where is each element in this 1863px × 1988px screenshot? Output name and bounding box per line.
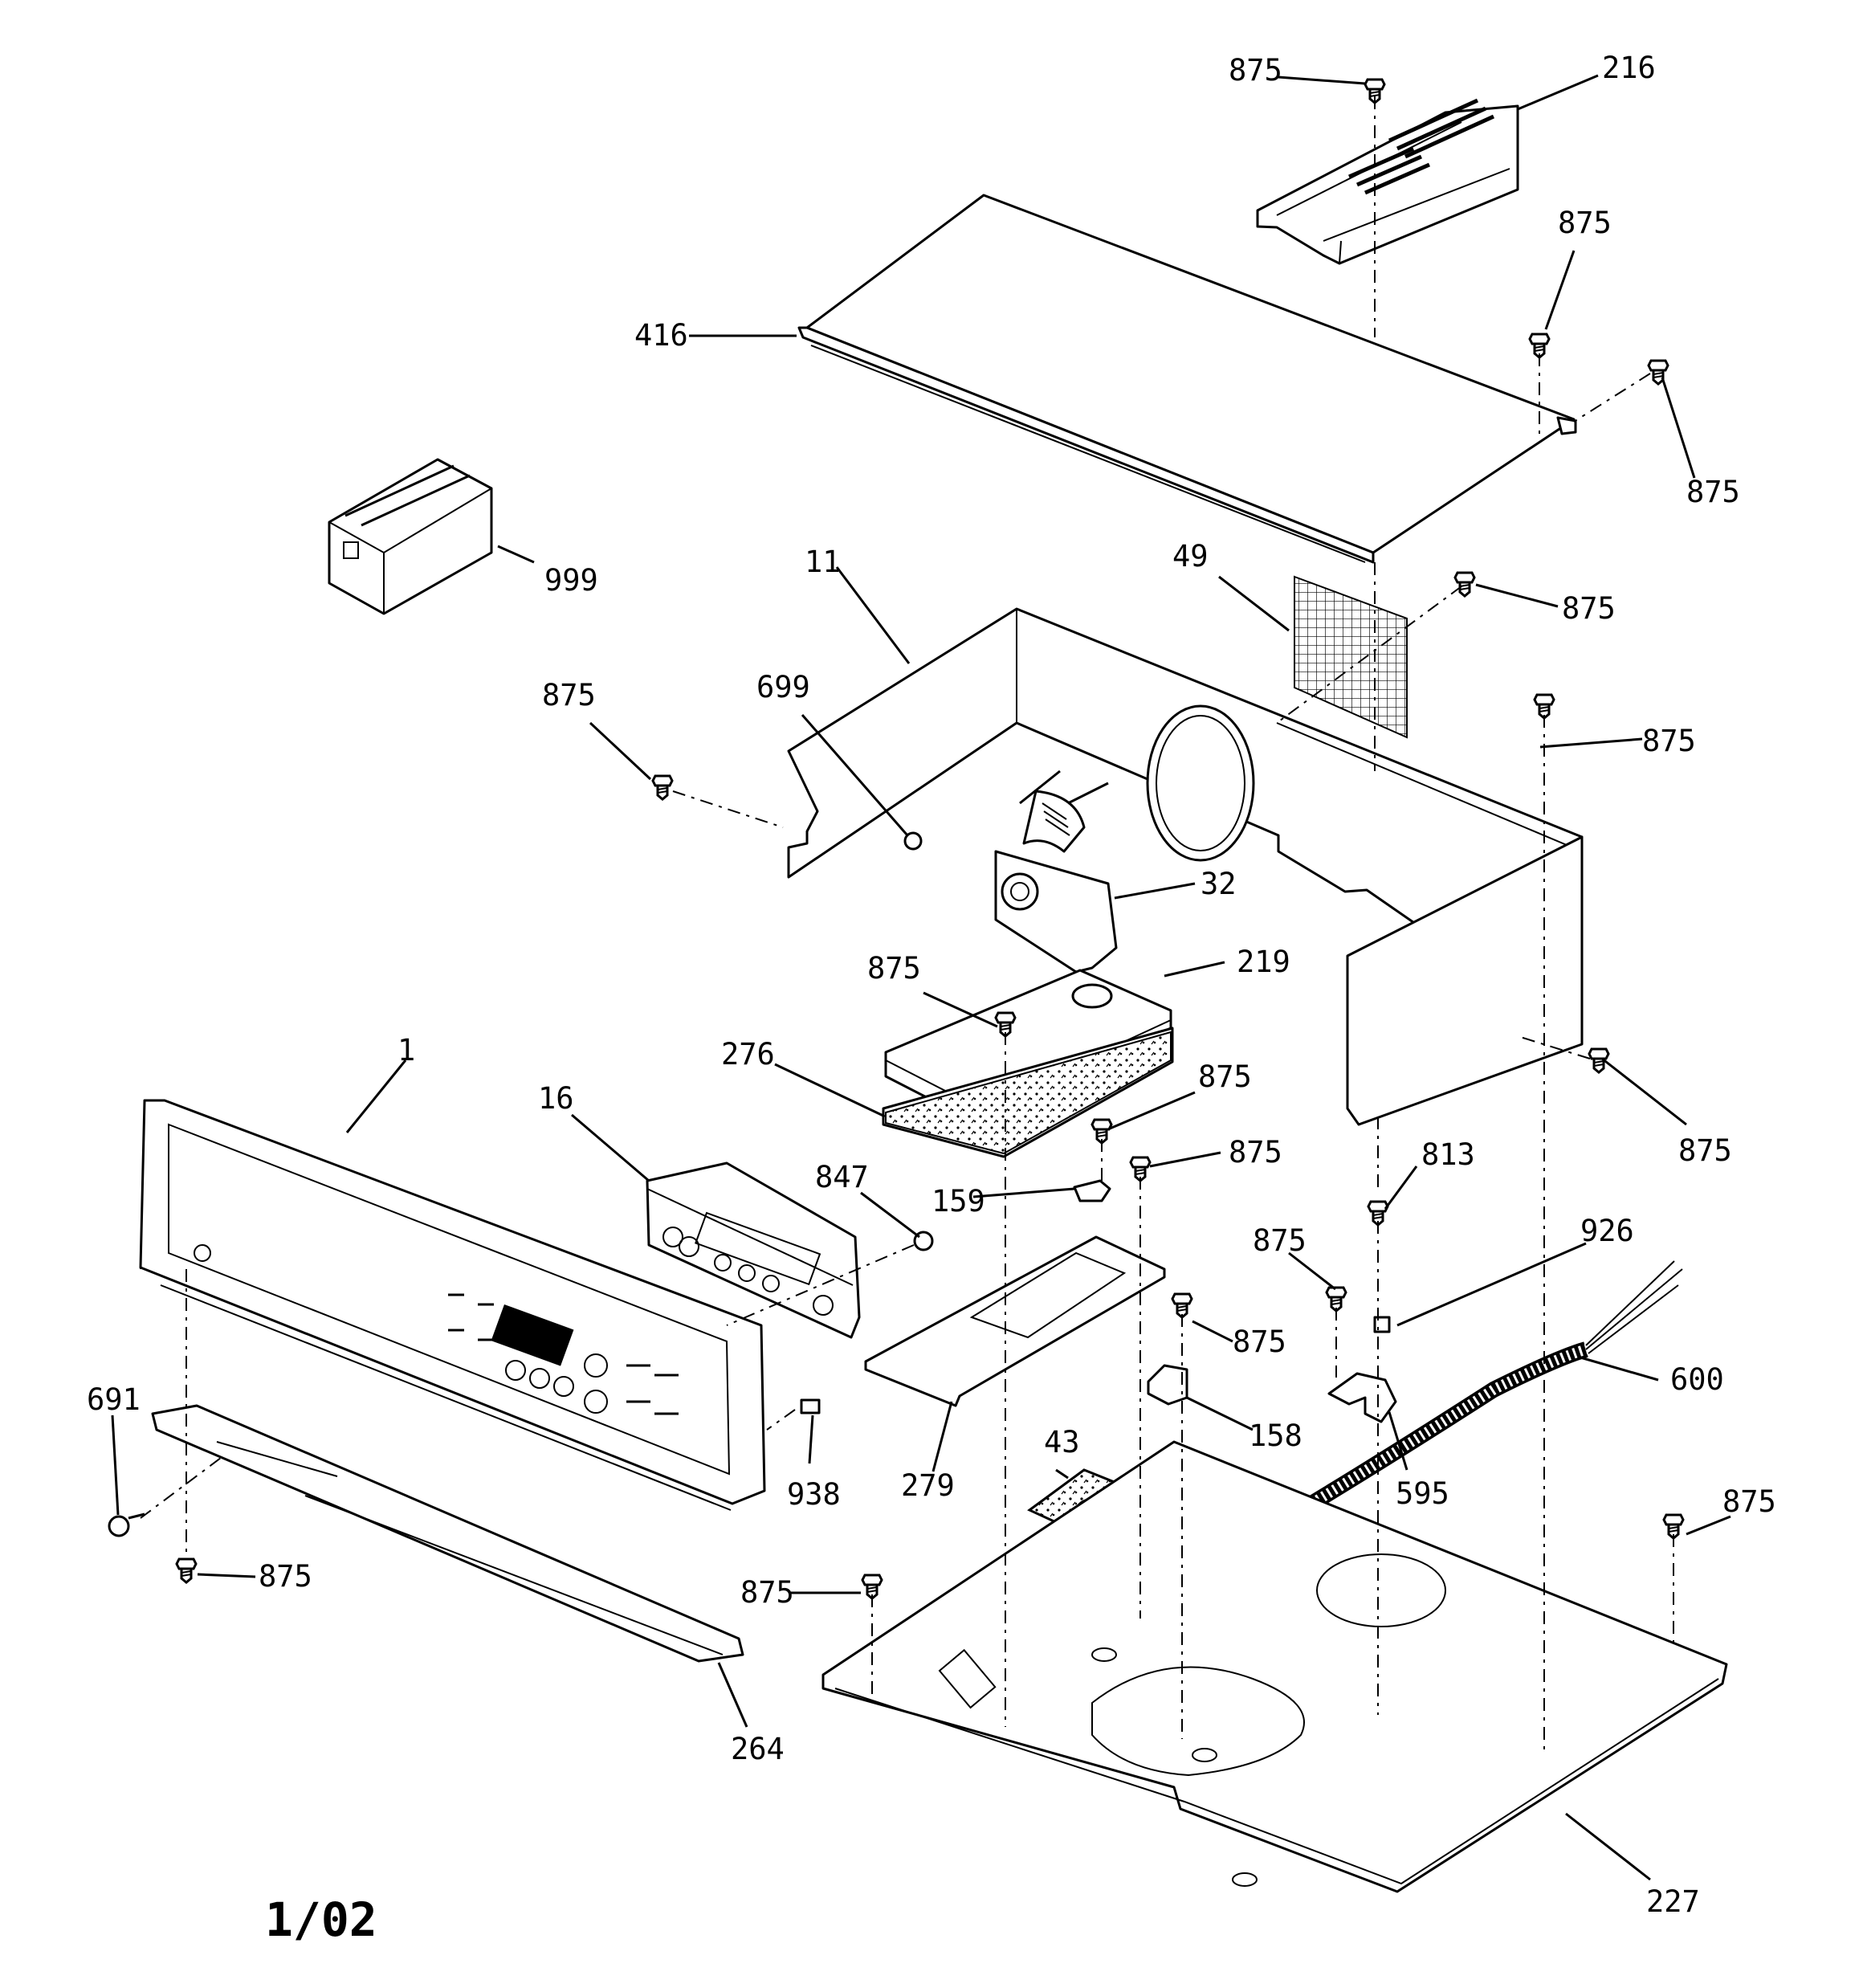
label-875-n: 875 bbox=[740, 1575, 794, 1610]
control-panel-1 bbox=[139, 1099, 766, 1511]
control-board-16 bbox=[646, 1161, 861, 1339]
label-276: 276 bbox=[721, 1037, 775, 1072]
insulation-276 bbox=[882, 1027, 1174, 1158]
label-875-o: 875 bbox=[1722, 1484, 1776, 1519]
label-813: 813 bbox=[1421, 1137, 1475, 1172]
label-264: 264 bbox=[731, 1732, 785, 1766]
label-691: 691 bbox=[87, 1382, 141, 1417]
label-32: 32 bbox=[1201, 867, 1237, 901]
label-875-m: 875 bbox=[259, 1559, 312, 1594]
switch-158 bbox=[1147, 1364, 1188, 1406]
label-43: 43 bbox=[1044, 1425, 1080, 1459]
label-875-b: 875 bbox=[1558, 206, 1612, 240]
screw-691 bbox=[108, 1512, 145, 1537]
clip-926 bbox=[1373, 1316, 1391, 1333]
label-875-f: 875 bbox=[542, 678, 596, 712]
leader-lines bbox=[111, 74, 1731, 1881]
label-875-e: 875 bbox=[1642, 724, 1696, 758]
label-875-j: 875 bbox=[1229, 1135, 1282, 1170]
shroud-11 bbox=[787, 607, 1584, 1126]
label-279: 279 bbox=[901, 1468, 955, 1503]
base-227 bbox=[821, 1440, 1728, 1893]
label-999: 999 bbox=[544, 563, 598, 598]
label-219: 219 bbox=[1237, 945, 1290, 979]
label-875-h: 875 bbox=[1678, 1133, 1732, 1168]
sensor-159 bbox=[1073, 1179, 1111, 1202]
label-16: 16 bbox=[538, 1081, 574, 1116]
strap-595 bbox=[1327, 1372, 1397, 1423]
label-847: 847 bbox=[815, 1160, 869, 1194]
label-875-k: 875 bbox=[1253, 1223, 1307, 1258]
assembly-lines bbox=[140, 96, 1674, 1755]
label-938: 938 bbox=[787, 1477, 841, 1512]
date-code: 1/02 bbox=[265, 1892, 377, 1947]
label-875-l: 875 bbox=[1233, 1325, 1286, 1359]
label-926: 926 bbox=[1580, 1214, 1634, 1248]
mesh-screen-49 bbox=[1294, 575, 1408, 739]
label-216: 216 bbox=[1602, 51, 1656, 85]
label-600: 600 bbox=[1670, 1362, 1724, 1397]
label-11: 11 bbox=[805, 545, 841, 579]
motor-32 bbox=[994, 769, 1118, 974]
label-595: 595 bbox=[1396, 1476, 1449, 1511]
label-159: 159 bbox=[932, 1184, 985, 1219]
label-49: 49 bbox=[1172, 539, 1209, 574]
label-875-d: 875 bbox=[1562, 591, 1616, 626]
label-1: 1 bbox=[397, 1033, 415, 1067]
label-875-a: 875 bbox=[1229, 53, 1282, 88]
top-panel-416 bbox=[797, 194, 1577, 564]
box-999 bbox=[328, 458, 493, 615]
label-158: 158 bbox=[1249, 1419, 1302, 1453]
screw-699 bbox=[903, 831, 923, 851]
callout-labels: 875 216 875 875 416 999 11 49 875 875 87… bbox=[87, 51, 1776, 1919]
duct-279 bbox=[864, 1235, 1166, 1407]
grommet-938 bbox=[800, 1398, 821, 1414]
label-875-i: 875 bbox=[1198, 1059, 1252, 1094]
vent-cover-216 bbox=[1256, 98, 1519, 265]
trim-strip-264 bbox=[151, 1404, 744, 1663]
label-699: 699 bbox=[756, 670, 810, 704]
label-875-c: 875 bbox=[1686, 475, 1740, 509]
label-875-g: 875 bbox=[867, 951, 921, 986]
label-416: 416 bbox=[634, 318, 688, 353]
label-227: 227 bbox=[1646, 1884, 1700, 1919]
